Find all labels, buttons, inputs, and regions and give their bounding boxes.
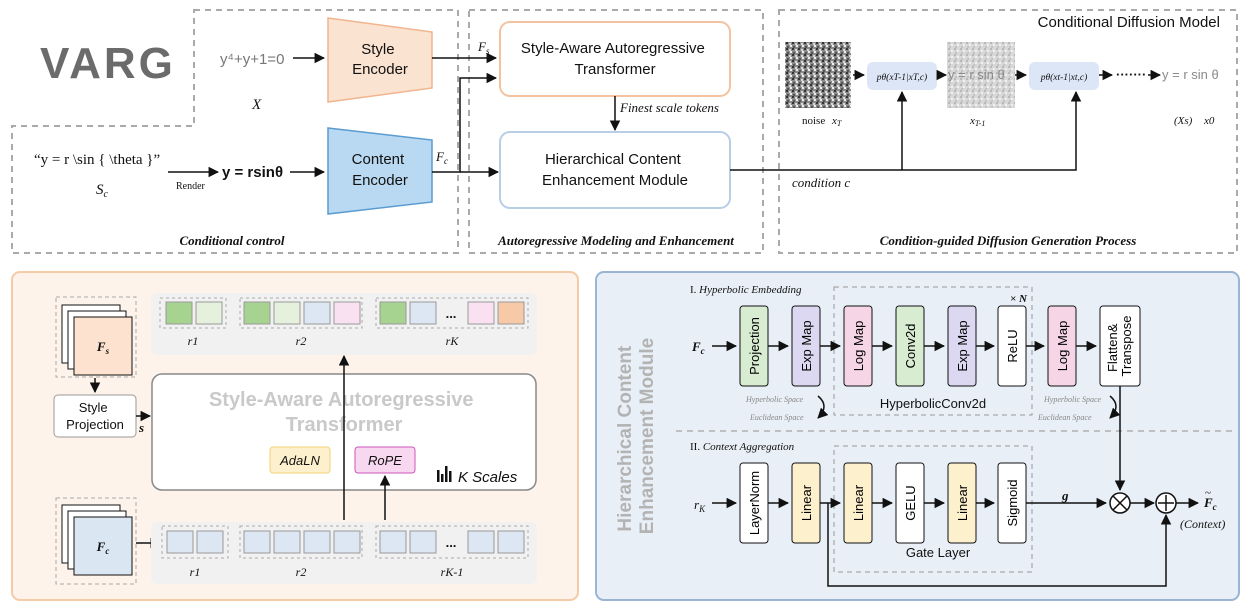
svg-text:r2: r2 xyxy=(296,334,307,348)
style-encoder-label: Style Encoder xyxy=(352,41,408,78)
svg-text:Euclidean Space: Euclidean Space xyxy=(1037,413,1092,422)
svg-text:RoPE: RoPE xyxy=(368,453,402,468)
svg-text:r1: r1 xyxy=(188,334,199,348)
svg-text:Exp Map: Exp Map xyxy=(955,320,970,371)
caption-conditional-control: Conditional control xyxy=(179,233,284,248)
svg-text:GELU: GELU xyxy=(903,485,918,520)
svg-text:Style Projection: Style Projection xyxy=(66,400,124,432)
svg-text:Linear: Linear xyxy=(799,484,814,521)
part1-label: I. Hyperbolic Embedding xyxy=(690,284,802,296)
condition-c: condition c xyxy=(792,175,850,190)
sc-label: Sc xyxy=(96,182,109,200)
svg-text:Euclidean Space: Euclidean Space xyxy=(749,413,804,422)
context-label: (Context) xyxy=(1180,517,1225,531)
hcem-box xyxy=(499,131,731,209)
x-label: X xyxy=(251,97,262,113)
svg-text:Hyperbolic Space: Hyperbolic Space xyxy=(1043,395,1102,404)
svg-text:rK-1: rK-1 xyxy=(441,565,464,579)
xt1-label: xT-1 xyxy=(969,115,985,128)
svg-text:pθ(xt-1|xt,c): pθ(xt-1|xt,c) xyxy=(1040,72,1088,83)
svg-text:Log Map: Log Map xyxy=(1055,321,1070,372)
hcem-label: Hierarchical Content Enhancement Module xyxy=(542,151,688,189)
noise-label: noise xyxy=(802,115,825,127)
x0-label: x0 xyxy=(1203,115,1215,127)
caption-autoregressive: Autoregressive Modeling and Enhancement xyxy=(497,233,734,248)
rendered-formula: y = rsinθ xyxy=(222,164,283,181)
svg-text:pθ(xT-1|xT,c): pθ(xT-1|xT,c) xyxy=(876,72,927,83)
svg-text:Sigmoid: Sigmoid xyxy=(1005,480,1020,527)
s-label: s xyxy=(138,420,144,435)
part2-label: II. Context Aggregation xyxy=(690,441,795,453)
hcem-side-title: Hierarchical Content Enhancement Module xyxy=(615,338,658,534)
conditional-control-frame xyxy=(11,9,459,254)
svg-text:AdaLN: AdaLN xyxy=(279,453,320,468)
g-label: g xyxy=(1061,488,1069,503)
svg-text:× N: × N xyxy=(1010,293,1028,305)
hyperbolic-conv-label: HyperbolicConv2d xyxy=(880,396,986,411)
svg-text:Linear: Linear xyxy=(955,484,970,521)
svg-text:Fc: Fc xyxy=(96,539,110,556)
p-theta-step-t xyxy=(1029,62,1099,90)
svg-text:~: ~ xyxy=(1205,487,1211,499)
svg-text:r1: r1 xyxy=(190,565,201,579)
svg-text:y = r sin θ: y = r sin θ xyxy=(948,67,1005,82)
xt-label: xT xyxy=(831,115,842,128)
fc-label: Fc xyxy=(435,149,448,166)
content-encoder xyxy=(327,127,433,215)
autoregressive-frame xyxy=(468,9,764,254)
finest-scale-tokens: Finest scale tokens xyxy=(619,100,719,115)
fc-feature-card xyxy=(73,516,133,576)
svg-text:Flatten& Transpose: Flatten& Transpose xyxy=(1105,316,1134,377)
fs-feature-card xyxy=(73,316,133,376)
caption-diffusion: Condition-guided Diffusion Generation Pr… xyxy=(880,233,1137,248)
svg-text:...: ... xyxy=(446,306,457,321)
fc-output: Fc xyxy=(1203,495,1217,512)
sat-box xyxy=(499,21,731,97)
fc-input: Fc xyxy=(691,339,705,356)
p-theta-step-1 xyxy=(867,62,937,90)
latex-text: “y = r \sin { \theta }” xyxy=(34,152,160,168)
noise-image xyxy=(785,42,851,108)
svg-text:·······: ······· xyxy=(1116,67,1146,82)
rope-block xyxy=(354,446,416,474)
svg-text:LayerNorm: LayerNorm xyxy=(747,471,762,535)
cdm-title: Conditional Diffusion Model xyxy=(1038,14,1220,31)
rk-input: rK xyxy=(694,497,706,514)
svg-text:ReLU: ReLU xyxy=(1005,329,1020,362)
k-scales: K Scales xyxy=(458,469,518,486)
svg-text:Linear: Linear xyxy=(851,484,866,521)
sat-label: Style-Aware Autoregressive Transformer xyxy=(521,40,709,78)
style-encoder xyxy=(327,17,433,103)
svg-text:Hyperbolic Space: Hyperbolic Space xyxy=(745,395,804,404)
svg-text:...: ... xyxy=(446,535,457,550)
svg-text:Exp Map: Exp Map xyxy=(799,320,814,371)
varg-logo: VARG xyxy=(40,39,176,88)
handwritten-formula: y⁴+y+1=0 xyxy=(220,51,284,68)
xs-label: (Xs) xyxy=(1174,115,1193,127)
svg-text:Fs: Fs xyxy=(96,339,110,356)
svg-text:rK: rK xyxy=(446,334,460,348)
fs-label: Fs xyxy=(477,39,490,56)
svg-text:Projection: Projection xyxy=(747,317,762,375)
left-panel: Fs Style Projection s Style-Aware Autore… xyxy=(11,271,579,601)
diffusion-frame xyxy=(778,9,1238,254)
bar-chart-icon xyxy=(437,466,452,482)
output-handwriting: y = r sin θ xyxy=(1162,67,1219,82)
svg-text:Conv2d: Conv2d xyxy=(903,324,918,369)
gate-layer-label: Gate Layer xyxy=(906,545,971,560)
right-panel: Hierarchical Content Enhancement Module … xyxy=(595,271,1240,601)
top-section: VARG y⁴+y+1=0 X Style Encoder Fs Style-A… xyxy=(11,9,1238,254)
svg-text:r2: r2 xyxy=(296,565,307,579)
adaln-block xyxy=(269,446,331,474)
content-encoder-label: Content Encoder xyxy=(352,151,409,189)
xt1-image xyxy=(947,42,1015,108)
svg-text:Log Map: Log Map xyxy=(851,321,866,372)
render-label: Render xyxy=(176,181,206,192)
